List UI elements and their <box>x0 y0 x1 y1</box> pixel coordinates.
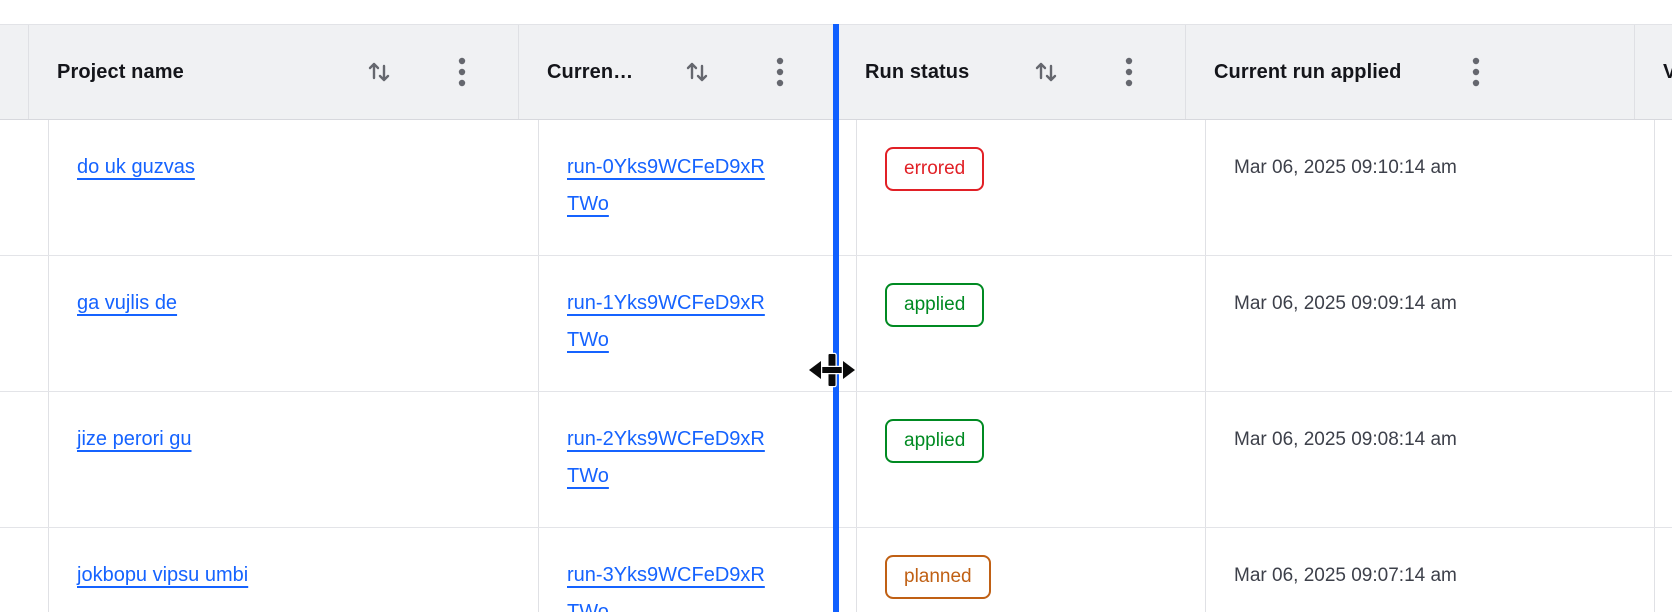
current-run-applied-cell: Mar 06, 2025 09:07:14 am <box>1206 528 1655 612</box>
kebab-menu-icon[interactable] <box>449 56 475 88</box>
spacer-cell <box>0 120 49 255</box>
clipped-cell: e <box>1655 392 1672 527</box>
column-label: Project name <box>57 60 184 83</box>
project-name-cell: jize perori gu <box>49 392 539 527</box>
project-name-cell: do uk guzvas <box>49 120 539 255</box>
project-name-cell: ga vujlis de <box>49 256 539 391</box>
column-label: Run status <box>865 60 970 83</box>
top-gap <box>0 0 1672 24</box>
spacer-cell <box>0 256 49 391</box>
spacer-cell <box>0 528 49 612</box>
sort-icon[interactable] <box>684 56 710 88</box>
spacer-cell <box>0 392 49 527</box>
current-run-cell: run-0Yks9WCFeD9xRTWo <box>539 120 857 255</box>
clipped-cell: e <box>1655 528 1672 612</box>
run-id-link[interactable]: run-1Yks9WCFeD9xRTWo <box>567 292 765 351</box>
run-status-cell: applied <box>857 392 1206 527</box>
run-id-link[interactable]: run-2Yks9WCFeD9xRTWo <box>567 428 765 487</box>
column-header-current-run-applied: Current run applied <box>1186 25 1635 119</box>
column-header-project-name: Project name <box>29 25 519 119</box>
status-badge: applied <box>885 283 985 327</box>
applied-timestamp: Mar 06, 2025 09:10:14 am <box>1234 157 1457 178</box>
run-status-cell: planned <box>857 528 1206 612</box>
project-link[interactable]: jize perori gu <box>77 428 192 450</box>
col-resize-cursor-icon[interactable] <box>806 346 858 399</box>
status-badge: planned <box>885 555 991 599</box>
applied-timestamp: Mar 06, 2025 09:09:14 am <box>1234 293 1457 314</box>
current-run-applied-cell: Mar 06, 2025 09:08:14 am <box>1206 392 1655 527</box>
sort-icon[interactable] <box>1033 56 1059 88</box>
applied-timestamp: Mar 06, 2025 09:07:14 am <box>1234 565 1457 586</box>
column-header-current-run: Curren… <box>519 25 837 119</box>
clipped-cell: e <box>1655 256 1672 391</box>
current-run-cell: run-2Yks9WCFeD9xRTWo <box>539 392 857 527</box>
clipped-cell: e <box>1655 120 1672 255</box>
current-run-applied-cell: Mar 06, 2025 09:09:14 am <box>1206 256 1655 391</box>
kebab-menu-icon[interactable] <box>1116 56 1142 88</box>
project-link[interactable]: ga vujlis de <box>77 292 178 314</box>
run-id-link[interactable]: run-0Yks9WCFeD9xRTWo <box>567 156 765 215</box>
project-link[interactable]: jokbopu vipsu umbi <box>77 564 249 586</box>
column-label: Current run applied <box>1214 60 1402 83</box>
column-label: V <box>1663 61 1672 84</box>
current-run-cell: run-3Yks9WCFeD9xRTWo <box>539 528 857 612</box>
column-header-run-status: Run status <box>837 25 1186 119</box>
run-id-link[interactable]: run-3Yks9WCFeD9xRTWo <box>567 564 765 612</box>
project-link[interactable]: do uk guzvas <box>77 156 195 178</box>
kebab-menu-icon[interactable] <box>767 56 793 88</box>
status-badge: applied <box>885 419 985 463</box>
current-run-applied-cell: Mar 06, 2025 09:10:14 am <box>1206 120 1655 255</box>
column-label: Curren… <box>547 60 634 83</box>
column-header-clipped: V <box>1635 25 1672 119</box>
current-run-cell: run-1Yks9WCFeD9xRTWo <box>539 256 857 391</box>
project-name-cell: jokbopu vipsu umbi <box>49 528 539 612</box>
run-status-cell: errored <box>857 120 1206 255</box>
header-spacer-cell <box>0 25 29 119</box>
status-badge: errored <box>885 147 985 191</box>
sort-icon[interactable] <box>366 56 392 88</box>
run-status-cell: applied <box>857 256 1206 391</box>
column-resize-indicator-line[interactable] <box>833 24 839 612</box>
kebab-menu-icon[interactable] <box>1463 56 1489 88</box>
applied-timestamp: Mar 06, 2025 09:08:14 am <box>1234 429 1457 450</box>
